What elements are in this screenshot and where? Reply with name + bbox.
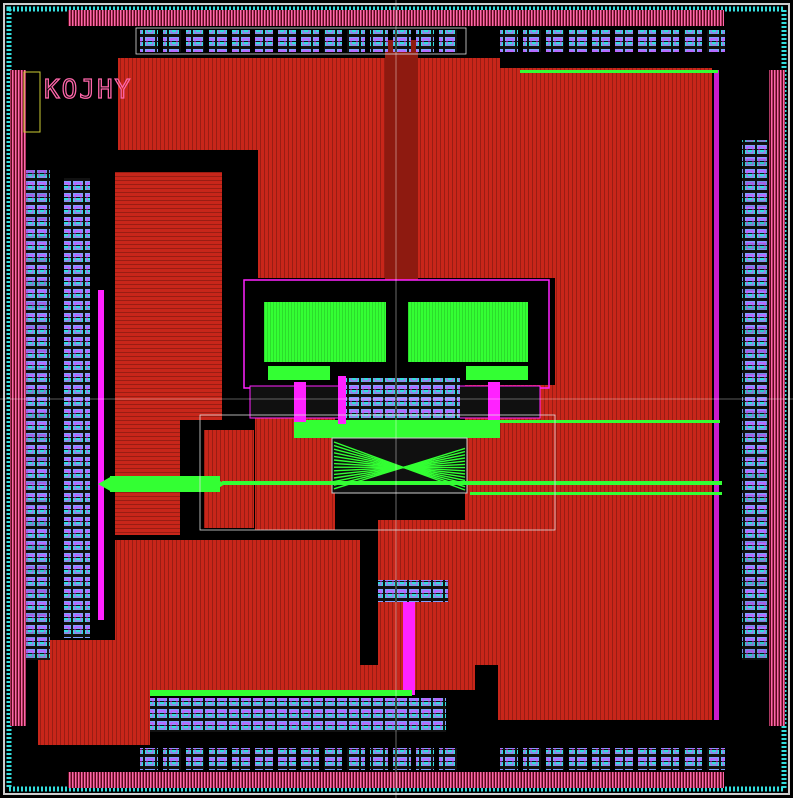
io-pad	[546, 30, 564, 52]
io-pad	[370, 30, 388, 52]
io-pad	[163, 748, 181, 770]
io-pad	[500, 30, 518, 52]
io-pad	[255, 30, 273, 52]
metal-block-right-lower	[498, 520, 712, 720]
io-pad	[163, 30, 181, 52]
green-bus-arrow-left	[98, 476, 112, 492]
io-pad	[232, 748, 250, 770]
io-pad	[324, 30, 342, 52]
io-pad	[370, 748, 388, 770]
io-pad	[209, 748, 227, 770]
io-pad	[638, 748, 656, 770]
std-cell-column-right	[742, 140, 768, 660]
io-pad	[684, 748, 702, 770]
io-pad	[278, 30, 296, 52]
io-pad	[707, 748, 725, 770]
io-pad	[500, 748, 518, 770]
pad-ring-left	[10, 70, 26, 726]
core-magenta-left	[294, 382, 306, 422]
routing-lines-center	[333, 441, 466, 491]
io-pad	[186, 748, 204, 770]
io-pad	[209, 30, 227, 52]
right-magenta-bus	[714, 70, 719, 720]
io-pad	[278, 748, 296, 770]
io-pad	[707, 30, 725, 52]
sram-array-right	[408, 302, 528, 362]
io-pad	[592, 748, 610, 770]
io-pad	[393, 748, 411, 770]
std-cell-row-bottom	[150, 698, 446, 732]
io-pad	[661, 748, 679, 770]
sram-base-right	[466, 366, 528, 380]
io-pad	[416, 748, 434, 770]
sram-array-left	[264, 302, 386, 362]
io-pad	[638, 30, 656, 52]
io-pad	[416, 30, 434, 52]
io-pad	[615, 748, 633, 770]
io-pad	[347, 748, 365, 770]
green-bus-left	[110, 476, 220, 492]
label-bracket	[23, 71, 41, 133]
io-pads-bottom	[140, 748, 725, 770]
green-bus-lower	[470, 492, 722, 495]
io-pad	[615, 30, 633, 52]
core-magenta-center	[338, 376, 346, 424]
green-bus-arrow-mid	[212, 476, 225, 492]
sram-base-left	[268, 366, 330, 380]
cell-strip-lower	[378, 580, 448, 602]
left-magenta-bus	[98, 290, 104, 620]
magenta-bus-vertical	[403, 595, 415, 695]
core-outline-white	[199, 414, 556, 531]
io-pad	[684, 30, 702, 52]
green-bus-bottom	[150, 690, 412, 696]
io-pad	[592, 30, 610, 52]
io-pad	[393, 30, 411, 52]
core-magenta-right	[488, 382, 500, 422]
io-pad	[301, 748, 319, 770]
std-cell-column-left-inner	[64, 178, 90, 638]
core-green-bar	[294, 420, 500, 438]
metal-block-bottom-strip	[115, 540, 360, 665]
green-bus-top-right	[520, 70, 718, 73]
io-pad	[140, 30, 158, 52]
io-pad	[186, 30, 204, 52]
io-pad	[324, 748, 342, 770]
io-pad	[140, 748, 158, 770]
io-pad	[523, 30, 541, 52]
io-pad	[569, 748, 587, 770]
io-pad	[347, 30, 365, 52]
io-pad	[661, 30, 679, 52]
io-pads-top	[140, 30, 725, 52]
green-bus-upper	[462, 420, 720, 423]
io-pad	[255, 748, 273, 770]
green-bus-long	[222, 481, 722, 485]
io-pad	[569, 30, 587, 52]
top-pads-outline	[135, 27, 467, 55]
io-pad	[439, 30, 457, 52]
metal-left-column	[38, 640, 128, 745]
metal-vertical-bus	[385, 40, 418, 280]
metal-block-left-mid	[115, 172, 222, 535]
io-pad	[232, 30, 250, 52]
io-pad	[301, 30, 319, 52]
io-pad	[439, 748, 457, 770]
std-cell-column-left-outer	[26, 170, 50, 660]
pad-ring-right	[769, 70, 785, 726]
io-pad	[523, 748, 541, 770]
layout-label: KOJHY	[44, 75, 132, 105]
io-pad	[546, 748, 564, 770]
